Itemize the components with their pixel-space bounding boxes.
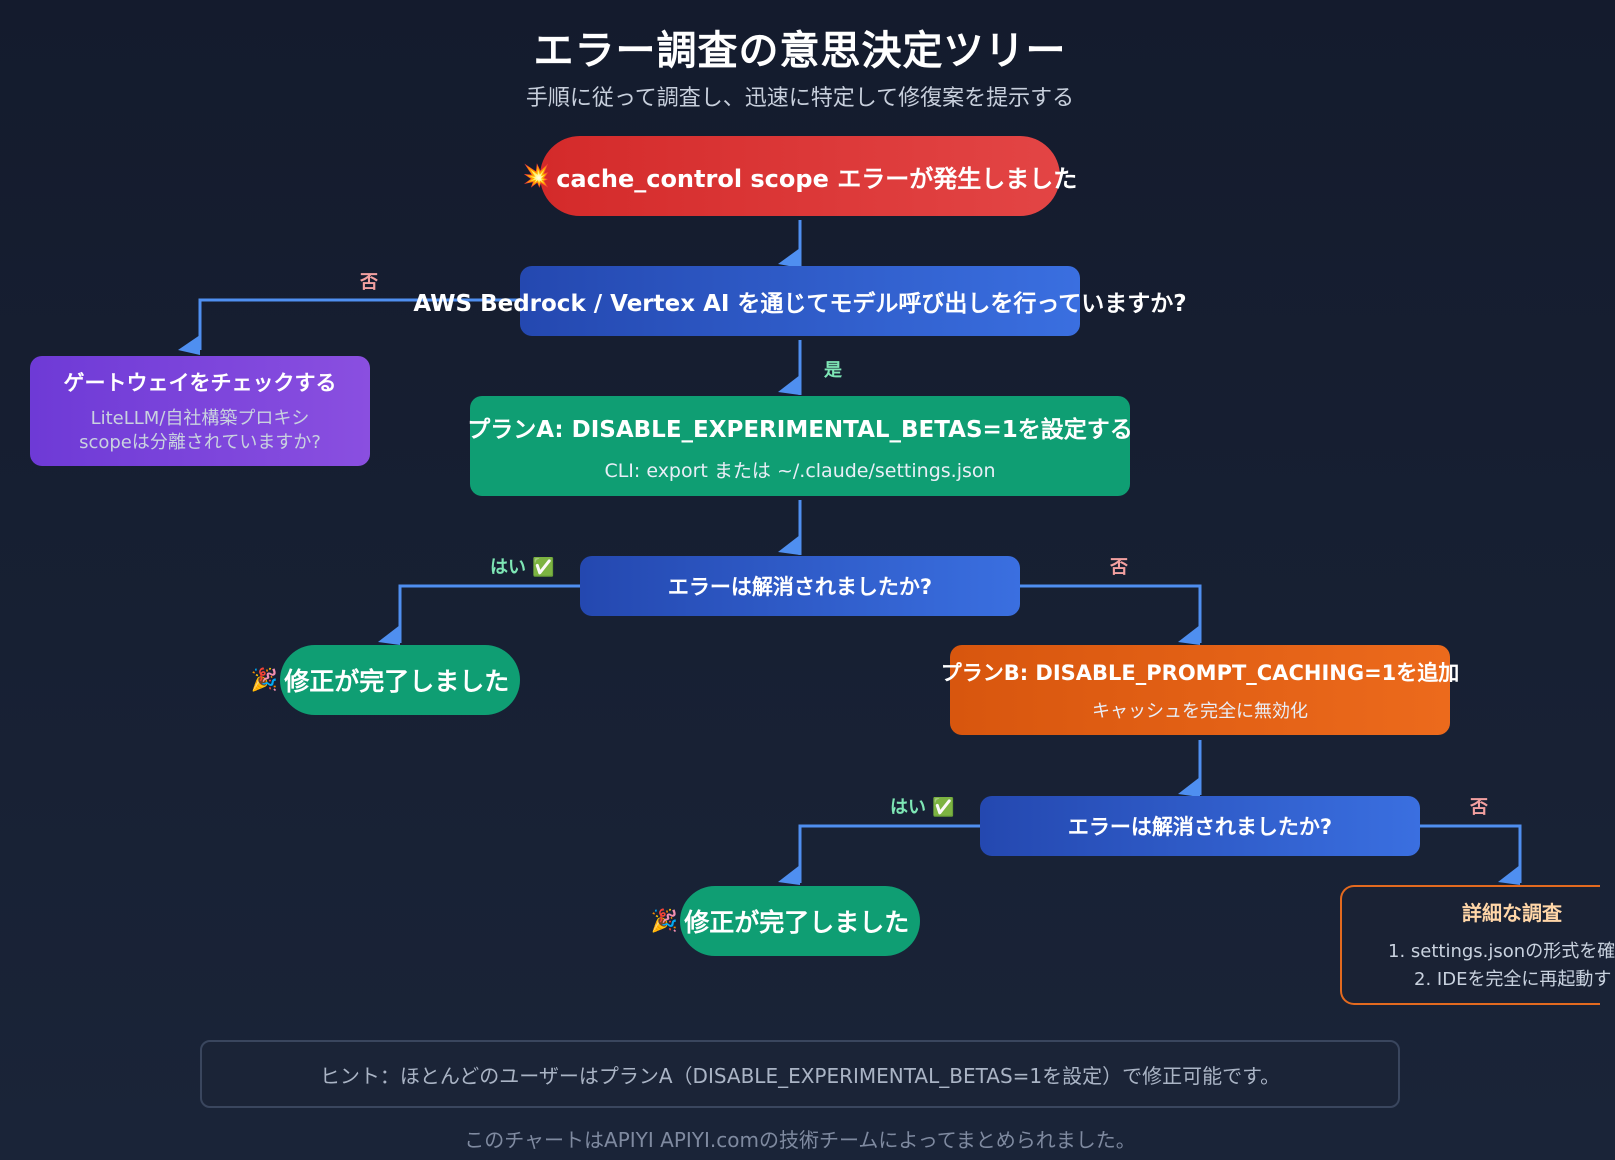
edge-q1-gateway bbox=[198, 298, 520, 350]
question-bedrock-vertex-label: AWS Bedrock / Vertex AI を通じてモデル呼び出しを行ってい… bbox=[413, 291, 1187, 317]
page-subtitle: 手順に従って調査し、迅速に特定して修復案を提示する bbox=[525, 86, 1075, 111]
hint-box: ヒント：ほとんどのユーザーはプランA（DISABLE_EXPERIMENTAL_… bbox=[200, 1040, 1400, 1108]
start-node-label: cache_control scope エラーが発生しました bbox=[556, 164, 1078, 193]
plan-a-sub: CLI: export または ~/.claude/settings.json bbox=[604, 459, 996, 482]
party-popper-icon: 🎉 bbox=[250, 667, 279, 693]
edge-label-q1-yes: 是 bbox=[824, 360, 842, 381]
done-node-1: 🎉 修正が完了しました bbox=[251, 645, 520, 715]
done-node-2-label: 修正が完了しました bbox=[684, 908, 910, 937]
edge-label-q3-yes: はい ✅ bbox=[890, 797, 955, 818]
plan-b-sub: キャッシュを完全に無効化 bbox=[1092, 701, 1308, 722]
edge-label-q1-no: 否 bbox=[360, 272, 378, 293]
arrowhead bbox=[378, 625, 400, 645]
arrowhead bbox=[778, 248, 800, 268]
plan-b-label: プランB: DISABLE_PROMPT_CACHING=1を追加 bbox=[940, 661, 1460, 685]
done-node-1-label: 修正が完了しました bbox=[284, 667, 510, 696]
arrowhead bbox=[178, 335, 200, 355]
edge-q2-done1 bbox=[398, 584, 580, 643]
detailed-investigation-item-2: 2. IDEを完全に再起動す bbox=[1414, 968, 1612, 990]
plan-b-node: プランB: DISABLE_PROMPT_CACHING=1を追加 キャッシュを… bbox=[941, 645, 1459, 735]
edge-label-q2-no: 否 bbox=[1110, 557, 1128, 578]
question-resolved-2: エラーは解消されましたか? bbox=[980, 796, 1420, 856]
plan-a-node: プランA: DISABLE_EXPERIMENTAL_BETAS=1を設定する … bbox=[467, 396, 1133, 496]
gateway-check-label: ゲートウェイをチェックする bbox=[63, 371, 337, 395]
edge-q3-detail bbox=[1420, 824, 1522, 883]
plan-a-label: プランA: DISABLE_EXPERIMENTAL_BETAS=1を設定する bbox=[467, 416, 1133, 443]
detailed-investigation-node: 詳細な調査 1. settings.jsonの形式を確 2. IDEを完全に再起… bbox=[1340, 885, 1615, 1005]
page-title: エラー調査の意思決定ツリー bbox=[533, 28, 1067, 74]
edge-q3-done2 bbox=[798, 824, 980, 883]
hint-text: ヒント：ほとんどのユーザーはプランA（DISABLE_EXPERIMENTAL_… bbox=[319, 1063, 1281, 1088]
arrowhead bbox=[778, 375, 800, 395]
edge-label-q3-no: 否 bbox=[1470, 797, 1488, 818]
arrowhead bbox=[778, 535, 800, 555]
question-bedrock-vertex: AWS Bedrock / Vertex AI を通じてモデル呼び出しを行ってい… bbox=[413, 266, 1187, 336]
footer-credit: このチャートはAPIYI APIYI.comの技術チームによってまとめられました… bbox=[464, 1128, 1136, 1152]
question-resolved-1-label: エラーは解消されましたか? bbox=[667, 575, 933, 599]
edge-q2-planB bbox=[1020, 584, 1202, 643]
party-popper-icon: 🎉 bbox=[650, 908, 679, 934]
gateway-check-sub1: LiteLLM/自社構築プロキシ bbox=[90, 408, 310, 429]
explosion-icon: 💥 bbox=[522, 163, 551, 189]
detailed-investigation-label: 詳細な調査 bbox=[1462, 900, 1562, 925]
start-node: 💥 cache_control scope エラーが発生しました bbox=[523, 136, 1077, 216]
arrowhead bbox=[1178, 625, 1200, 645]
detailed-investigation-item-1: 1. settings.jsonの形式を確 bbox=[1388, 940, 1615, 962]
arrowhead bbox=[1498, 865, 1520, 885]
edge-label-q2-yes: はい ✅ bbox=[490, 557, 555, 578]
arrowhead bbox=[1178, 777, 1200, 797]
question-resolved-1: エラーは解消されましたか? bbox=[580, 556, 1020, 616]
question-resolved-2-label: エラーは解消されましたか? bbox=[1067, 815, 1333, 839]
arrowhead bbox=[778, 865, 800, 885]
done-node-2: 🎉 修正が完了しました bbox=[651, 886, 920, 956]
gateway-check-sub2: scopeは分離されていますか? bbox=[79, 432, 321, 453]
gateway-check-node: ゲートウェイをチェックする LiteLLM/自社構築プロキシ scopeは分離さ… bbox=[30, 356, 370, 466]
